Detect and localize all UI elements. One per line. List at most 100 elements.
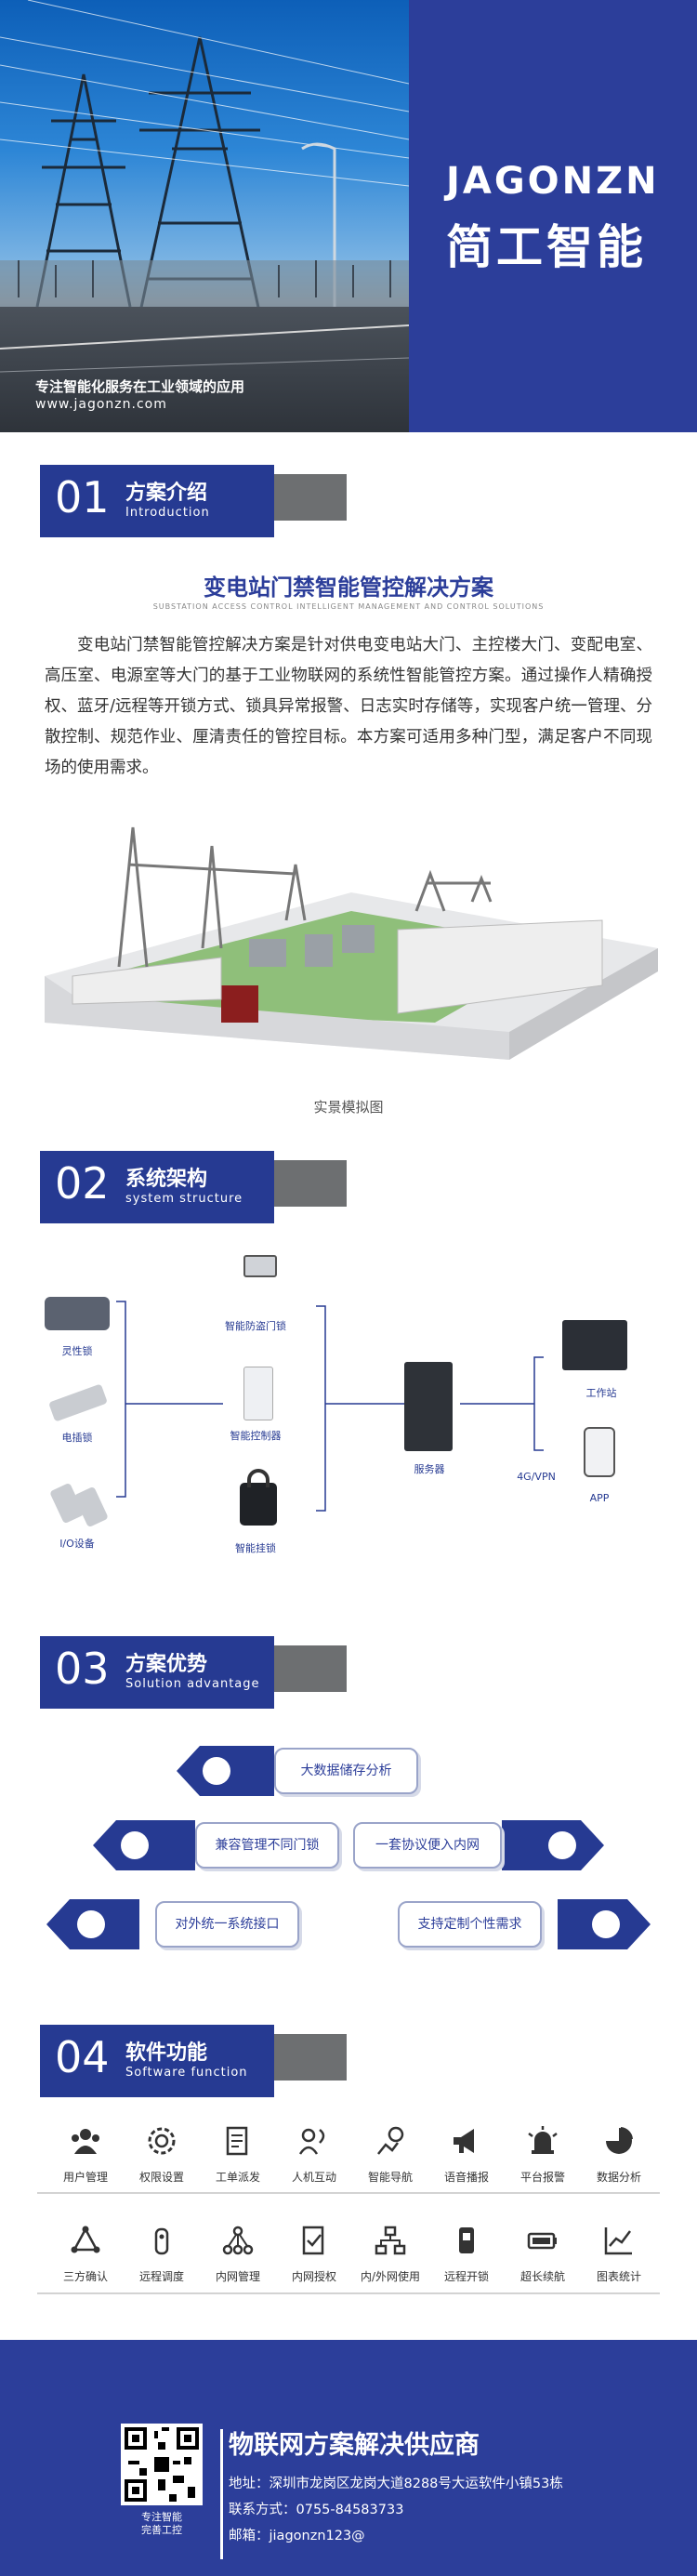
section-subtitle: Software function: [125, 2066, 248, 2080]
road: [0, 307, 409, 432]
qr-caption-line: 专注智能: [141, 2511, 182, 2523]
hero-tagline: 专注智能化服务在工业领域的应用: [35, 378, 245, 395]
door-lock-icon: [243, 1255, 277, 1277]
feature-label: 内/外网使用: [360, 2270, 421, 2283]
feature-label: 语音播报: [443, 2171, 489, 2184]
hierarchy-icon: [375, 2226, 406, 2255]
architecture-connectors: [116, 1301, 544, 1512]
software-feature: 图表统计: [582, 2224, 656, 2284]
device-label: APP: [589, 1492, 610, 1504]
software-feature: 远程调度: [125, 2224, 199, 2284]
image-caption: 实景模拟图: [313, 1099, 384, 1116]
section-number: 04: [55, 2032, 110, 2082]
section-header-advantage: 03 方案优势 Solution advantage: [40, 1636, 347, 1709]
software-feature: 工单派发: [201, 2124, 275, 2185]
software-feature: 用户管理: [48, 2124, 123, 2185]
section-header-structure: 02 系统架构 system structure: [40, 1151, 347, 1223]
device-label: 灵性锁: [61, 1345, 93, 1357]
feature-label: 平台报警: [519, 2171, 565, 2184]
brand-panel: JAGONZN 简工智能: [409, 0, 697, 432]
section-subtitle: Solution advantage: [125, 1677, 260, 1691]
authorize-icon: [302, 2226, 324, 2255]
phone-unlock-icon: [459, 2227, 474, 2253]
feature-label: 远程调度: [138, 2270, 184, 2283]
hero-url[interactable]: www.jagonzn.com: [35, 397, 167, 412]
feature-label: 内网授权: [291, 2270, 336, 2283]
software-feature: 内网授权: [277, 2224, 351, 2284]
feature-label: 三方确认: [62, 2270, 108, 2283]
intro-body: 变电站门禁智能管控解决方案是针对供电变电站大门、主控楼大门、变配电室、高压室、电…: [45, 636, 652, 777]
section-subtitle: system structure: [125, 1192, 243, 1206]
device-label: 服务器: [414, 1463, 445, 1475]
divider: [37, 2292, 660, 2294]
pie-chart-icon: [606, 2127, 633, 2154]
software-feature: 平台报警: [506, 2124, 580, 2185]
footer-email[interactable]: 邮箱：jiagonzn123@: [229, 2529, 365, 2543]
qr-pattern: [125, 2427, 199, 2502]
intro-title: 变电站门禁智能管控解决方案: [204, 575, 493, 601]
smart-lock-icon: [45, 1297, 110, 1330]
section-title: 方案优势: [125, 1653, 208, 1676]
remote-icon: [154, 2227, 169, 2255]
triangle-nodes-icon: [71, 2226, 100, 2253]
qr-caption-line: 完善工控: [141, 2524, 182, 2536]
software-feature: 数据分析: [582, 2124, 656, 2185]
section-title: 软件功能: [125, 2041, 208, 2065]
qr-code[interactable]: [121, 2424, 203, 2505]
section-title: 系统架构: [125, 1168, 208, 1191]
software-feature: 三方确认: [48, 2224, 123, 2284]
software-feature: 内/外网使用: [353, 2224, 427, 2284]
feature-label: 图表统计: [596, 2270, 641, 2283]
footer-title: 物联网方案解决供应商: [229, 2431, 480, 2460]
brand-name-cn: 简工智能: [446, 220, 647, 274]
section-number: 01: [55, 472, 110, 522]
device-label: 智能防盗门锁: [225, 1320, 286, 1332]
advantage-item: 兼容管理不同门锁: [195, 1822, 339, 1869]
brand-name-en: JAGONZN: [446, 160, 660, 203]
feature-label: 工单派发: [215, 2171, 260, 2184]
feature-label: 远程开锁: [443, 2270, 489, 2283]
feature-label: 人机互动: [291, 2171, 336, 2184]
system-architecture-diagram: 灵性锁 电插锁 I/O设备 智能防盗门锁 智能控制器 智能挂锁 服务器 4G/V…: [37, 1255, 669, 1590]
device-label: I/O设备: [59, 1538, 95, 1550]
line-chart-icon: [604, 2227, 632, 2255]
feature-label: 用户管理: [62, 2171, 108, 2184]
advantages-diagram: 大数据储存分析 兼容管理不同门锁 一套协议便入内网 对外统一系统接口 支持定制个…: [46, 1738, 651, 1971]
navigation-icon: [377, 2126, 404, 2155]
header-blue-block: [40, 1636, 274, 1709]
feature-label: 智能导航: [367, 2171, 413, 2184]
feature-label: 权限设置: [138, 2171, 184, 2184]
divider: [37, 2192, 660, 2194]
footer-address: 地址：深圳市龙岗区龙岗大道8288号大运软件小镇53栋: [229, 2477, 563, 2491]
phone-icon: [584, 1427, 615, 1477]
document-icon: [226, 2126, 248, 2156]
software-feature: 超长续航: [506, 2224, 580, 2284]
network-icon: [222, 2226, 254, 2255]
alarm-icon: [528, 2126, 558, 2154]
section-subtitle: Introduction: [125, 506, 210, 520]
workstation-icon: [562, 1320, 627, 1370]
padlock-icon: [240, 1483, 277, 1526]
server-icon: [404, 1362, 453, 1451]
users-icon: [72, 2129, 99, 2154]
gear-icon: [148, 2127, 176, 2155]
section-title: 方案介绍: [125, 482, 208, 505]
software-feature: 远程开锁: [429, 2224, 504, 2284]
device-label: 智能挂锁: [235, 1542, 276, 1554]
advantage-arrows: [46, 1746, 651, 1949]
software-feature: 智能导航: [353, 2124, 427, 2185]
advantage-item: 对外统一系统接口: [155, 1901, 299, 1948]
feature-label: 数据分析: [596, 2171, 641, 2184]
qr-caption: 专注智能 完善工控: [110, 2511, 214, 2537]
advantage-item: 大数据储存分析: [274, 1748, 418, 1794]
footer: 专注智能 完善工控 物联网方案解决供应商 地址：深圳市龙岗区龙岗大道8288号大…: [0, 2340, 697, 2576]
header-blue-block: [40, 1151, 274, 1223]
megaphone-icon: [454, 2129, 474, 2153]
hero-banner: 专注智能化服务在工业领域的应用 www.jagonzn.com JAGONZN …: [0, 0, 697, 432]
software-feature: 内网管理: [201, 2224, 275, 2284]
section-number: 03: [55, 1644, 110, 1694]
advantage-item: 支持定制个性需求: [398, 1901, 542, 1948]
feature-label: 超长续航: [519, 2270, 565, 2283]
intro-subtitle: SUBSTATION ACCESS CONTROL INTELLIGENT MA…: [152, 602, 545, 611]
footer-divider: [220, 2429, 223, 2559]
